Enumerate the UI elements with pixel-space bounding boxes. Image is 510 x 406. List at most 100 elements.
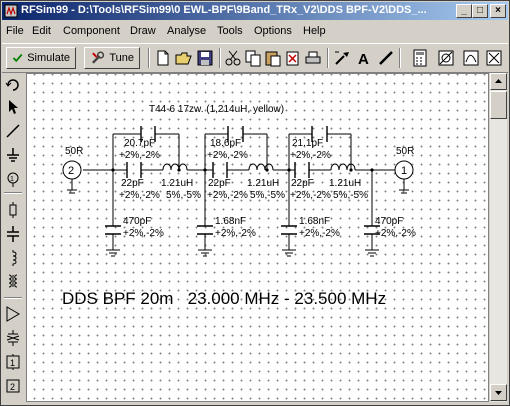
parallel-cap-2-value: 18.6pF	[210, 138, 241, 149]
menu-options[interactable]: Options	[254, 25, 292, 37]
inductor-symbol	[248, 163, 274, 171]
checkmark-icon	[12, 53, 23, 63]
capacitor-icon[interactable]	[4, 225, 22, 243]
rfsim-app-icon	[4, 4, 18, 18]
resistor-icon[interactable]	[4, 201, 22, 219]
capacitor-symbol	[294, 162, 310, 178]
new-file-icon[interactable]	[154, 49, 172, 67]
svg-text:1: 1	[10, 358, 15, 368]
inductor-3-tol: 5%,-5%	[333, 190, 368, 201]
crystal-icon[interactable]	[4, 329, 22, 347]
title-bar[interactable]: RFSim99 - D:\Tools\RFSim99\0 EWL-BPF\9Ba…	[2, 2, 508, 20]
shunt-cap-1-tol: +2%,-2%	[123, 228, 164, 239]
series-cap-2-value: 22pF	[208, 178, 231, 189]
inductor-icon[interactable]	[4, 249, 22, 267]
port-in-number: 2	[68, 165, 74, 177]
parallel-cap-3-tol: +2%,-2%	[290, 150, 331, 161]
shunt-cap-1-value: 470pF	[123, 216, 151, 227]
menu-analyse[interactable]: Analyse	[167, 25, 207, 37]
capacitor-symbol	[140, 126, 156, 142]
capacitor-symbol	[126, 162, 142, 178]
tune-button[interactable]: Tune	[84, 47, 140, 69]
menu-draw[interactable]: Draw	[130, 25, 156, 37]
one-port-icon[interactable]: 1	[4, 353, 22, 371]
capacitor-symbol	[197, 225, 213, 235]
port-in-impedance: 50R	[65, 146, 83, 157]
shunt-cap-3-tol: +2%,-2%	[299, 228, 340, 239]
inductor-1-value: 1.21uH	[161, 178, 193, 189]
copy-icon[interactable]	[244, 49, 262, 67]
capacitor-symbol	[364, 225, 380, 235]
inductor-3-value: 1.21uH	[329, 178, 361, 189]
menu-help[interactable]: Help	[303, 25, 326, 37]
text-tool-icon[interactable]: A	[354, 49, 372, 67]
menu-component[interactable]: Component	[63, 25, 120, 37]
tune-wrench-icon	[92, 51, 105, 64]
shunt-cap-4-tol: +2%,-2%	[375, 228, 416, 239]
toolbar-separator	[399, 48, 401, 68]
rotate-icon[interactable]	[4, 76, 22, 94]
ground-icon[interactable]	[4, 146, 22, 164]
port-out-number: 1	[401, 165, 407, 177]
series-cap-2-tol: +2%,-2%	[207, 190, 248, 201]
inductor-note: T44-6 17zw. (1,214uH, yellow)	[149, 104, 284, 115]
arrow-up-icon	[495, 79, 502, 83]
print-icon[interactable]	[304, 49, 322, 67]
window-title: RFSim99 - D:\Tools\RFSim99\0 EWL-BPF\9Ba…	[21, 4, 427, 16]
svg-text:A: A	[358, 51, 369, 67]
select-arrow-icon[interactable]	[4, 98, 22, 116]
open-folder-icon[interactable]	[175, 49, 193, 67]
main-toolbar: Simulate Tune	[2, 43, 508, 73]
menu-tools[interactable]: Tools	[217, 25, 243, 37]
probe-tool-icon[interactable]	[333, 49, 351, 67]
menu-edit[interactable]: Edit	[32, 25, 51, 37]
palette-separator	[4, 192, 22, 194]
transmission-line-icon[interactable]	[485, 49, 503, 67]
parallel-cap-2-tol: +2%,-2%	[207, 150, 248, 161]
parallel-cap-1-tol: +2%,-2%	[119, 150, 160, 161]
simulate-label: Simulate	[27, 52, 70, 64]
paste-icon[interactable]	[264, 49, 282, 67]
series-cap-1-value: 22pF	[121, 178, 144, 189]
shunt-cap-3-value: 1.68nF	[299, 216, 330, 227]
series-cap-1-tol: +2%,-2%	[119, 190, 160, 201]
graph-tool-icon[interactable]	[462, 49, 480, 67]
simulate-button[interactable]: Simulate	[6, 47, 76, 69]
port-out-impedance: 50R	[396, 146, 414, 157]
close-button[interactable]: ×	[490, 4, 506, 18]
schematic-canvas[interactable]: T44-6 17zw. (1,214uH, yellow) 50R 2 50R …	[26, 73, 489, 402]
schematic-drawing: T44-6 17zw. (1,214uH, yellow) 50R 2 50R …	[62, 104, 416, 308]
port-2-symbol[interactable]	[62, 160, 82, 194]
port-icon[interactable]: 1	[4, 170, 22, 188]
cut-icon[interactable]	[224, 49, 242, 67]
capacitor-symbol	[105, 225, 121, 235]
inductor-2-tol: 5%,-5%	[250, 190, 285, 201]
smith-chart-icon[interactable]	[437, 49, 455, 67]
scroll-up-button[interactable]	[490, 73, 507, 90]
amplifier-icon[interactable]	[4, 305, 22, 323]
menu-file[interactable]: File	[6, 25, 24, 37]
transformer-icon[interactable]	[4, 273, 22, 291]
wire-icon[interactable]	[4, 122, 22, 140]
scroll-down-button[interactable]	[490, 384, 507, 401]
capacitor-symbol	[281, 225, 297, 235]
scroll-thumb[interactable]	[490, 91, 507, 119]
inductor-symbol	[330, 163, 356, 171]
shunt-cap-4-value: 470pF	[375, 216, 403, 227]
vertical-scrollbar[interactable]	[490, 73, 507, 402]
capacitor-symbol	[311, 126, 328, 142]
capacitor-symbol	[227, 126, 244, 142]
series-cap-3-value: 22pF	[291, 178, 314, 189]
parallel-cap-3-value: 21.1pF	[292, 138, 323, 149]
calculator-icon[interactable]	[411, 49, 429, 67]
line-tool-icon[interactable]	[377, 49, 395, 67]
shunt-cap-2-value: 1.68nF	[215, 216, 246, 227]
delete-icon[interactable]	[284, 49, 302, 67]
maximize-button[interactable]: □	[472, 4, 488, 18]
two-port-icon[interactable]: 2	[4, 377, 22, 395]
save-disk-icon[interactable]	[196, 49, 214, 67]
minimize-button[interactable]: _	[456, 4, 472, 18]
menu-bar: File Edit Component Draw Analyse Tools O…	[2, 22, 508, 41]
port-1-symbol[interactable]	[394, 160, 414, 194]
tune-label: Tune	[109, 52, 134, 64]
